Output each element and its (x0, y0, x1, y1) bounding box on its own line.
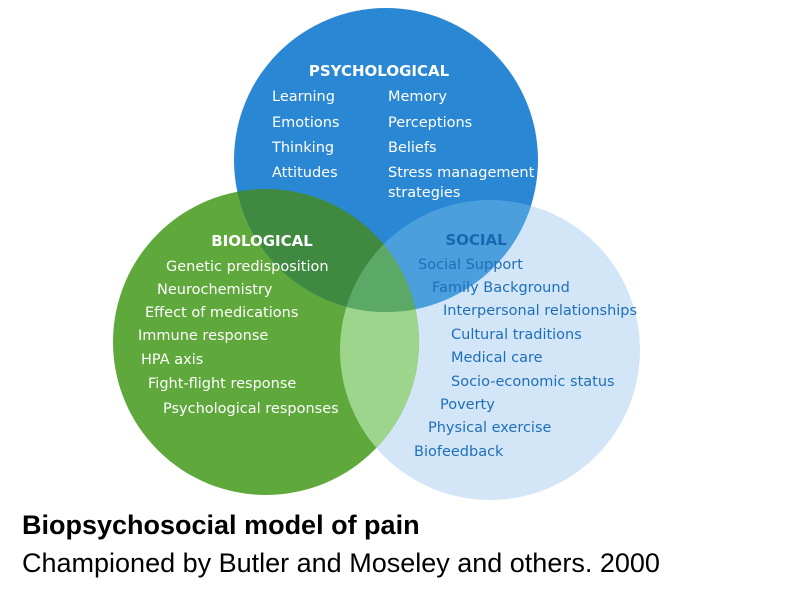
bio-item-genetic: Genetic predisposition (166, 259, 329, 275)
psychological-left-list: Learning Emotions Thinking Attitudes (271, 89, 340, 181)
overlap-psych-social (340, 200, 538, 312)
social-item-support: Social Support (418, 257, 523, 273)
bio-item-psychological-responses: Psychological responses (163, 401, 339, 417)
venn-diagram: PSYCHOLOGICAL Learning Emotions Thinking… (113, 8, 640, 500)
social-item-poverty: Poverty (440, 397, 495, 413)
social-item-interpersonal: Interpersonal relationships (443, 303, 637, 319)
caption-title: Biopsychosocial model of pain (22, 510, 420, 540)
bio-item-medications: Effect of medications (145, 305, 298, 321)
social-item-socioeconomic: Socio-economic status (451, 374, 615, 390)
social-item-exercise: Physical exercise (428, 420, 552, 436)
overlap-psych-bio (234, 189, 419, 312)
psych-item-memory: Memory (388, 89, 447, 105)
caption-subtitle: Championed by Butler and Moseley and oth… (22, 548, 660, 578)
psych-item-beliefs: Beliefs (388, 140, 437, 156)
biological-list: Genetic predisposition Neurochemistry Ef… (138, 259, 339, 417)
bio-item-fight-flight: Fight-flight response (148, 376, 296, 392)
psychological-title: PSYCHOLOGICAL (309, 62, 450, 80)
psych-item-strategies: strategies (388, 185, 460, 201)
social-list: Social Support Family Background Interpe… (414, 257, 637, 460)
psychological-right-list: Memory Perceptions Beliefs Stress manage… (388, 89, 535, 201)
psych-item-stress-management: Stress management (388, 165, 535, 181)
social-item-medical: Medical care (451, 350, 543, 366)
bio-item-immune: Immune response (138, 328, 268, 344)
psych-item-perceptions: Perceptions (388, 115, 472, 131)
social-item-cultural: Cultural traditions (451, 327, 582, 343)
psych-item-learning: Learning (272, 89, 335, 105)
psych-item-attitudes: Attitudes (272, 165, 338, 181)
social-item-family: Family Background (432, 280, 570, 296)
social-item-biofeedback: Biofeedback (414, 444, 504, 460)
psych-item-thinking: Thinking (271, 140, 334, 156)
psych-item-emotions: Emotions (272, 115, 340, 131)
bio-item-neurochemistry: Neurochemistry (157, 282, 273, 298)
bio-item-hpa: HPA axis (141, 352, 203, 368)
social-title: SOCIAL (445, 231, 507, 249)
biological-title: BIOLOGICAL (211, 232, 313, 250)
